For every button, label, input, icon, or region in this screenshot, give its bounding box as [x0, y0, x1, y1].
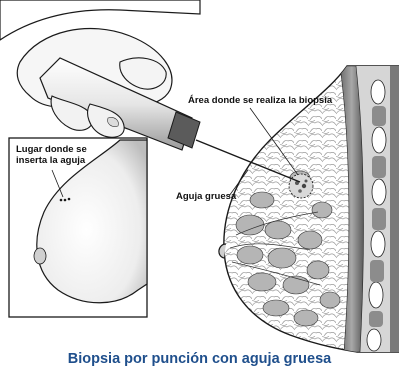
- figure-caption: Biopsia por punción con aguja gruesa: [0, 351, 399, 367]
- hand-with-biopsy-device: [0, 0, 200, 150]
- label-insertion-site-line2: inserta la aguja: [16, 155, 87, 166]
- chest-skin-band: [390, 60, 399, 360]
- label-insertion-site: Lugar donde se inserta la aguja: [16, 144, 87, 166]
- label-biopsy-area: Área donde se realiza la biopsia: [188, 95, 332, 106]
- areola: [34, 248, 46, 264]
- label-insertion-site-line1: Lugar donde se: [16, 144, 87, 155]
- label-needle: Aguja gruesa: [176, 191, 236, 202]
- lesion: [289, 174, 313, 198]
